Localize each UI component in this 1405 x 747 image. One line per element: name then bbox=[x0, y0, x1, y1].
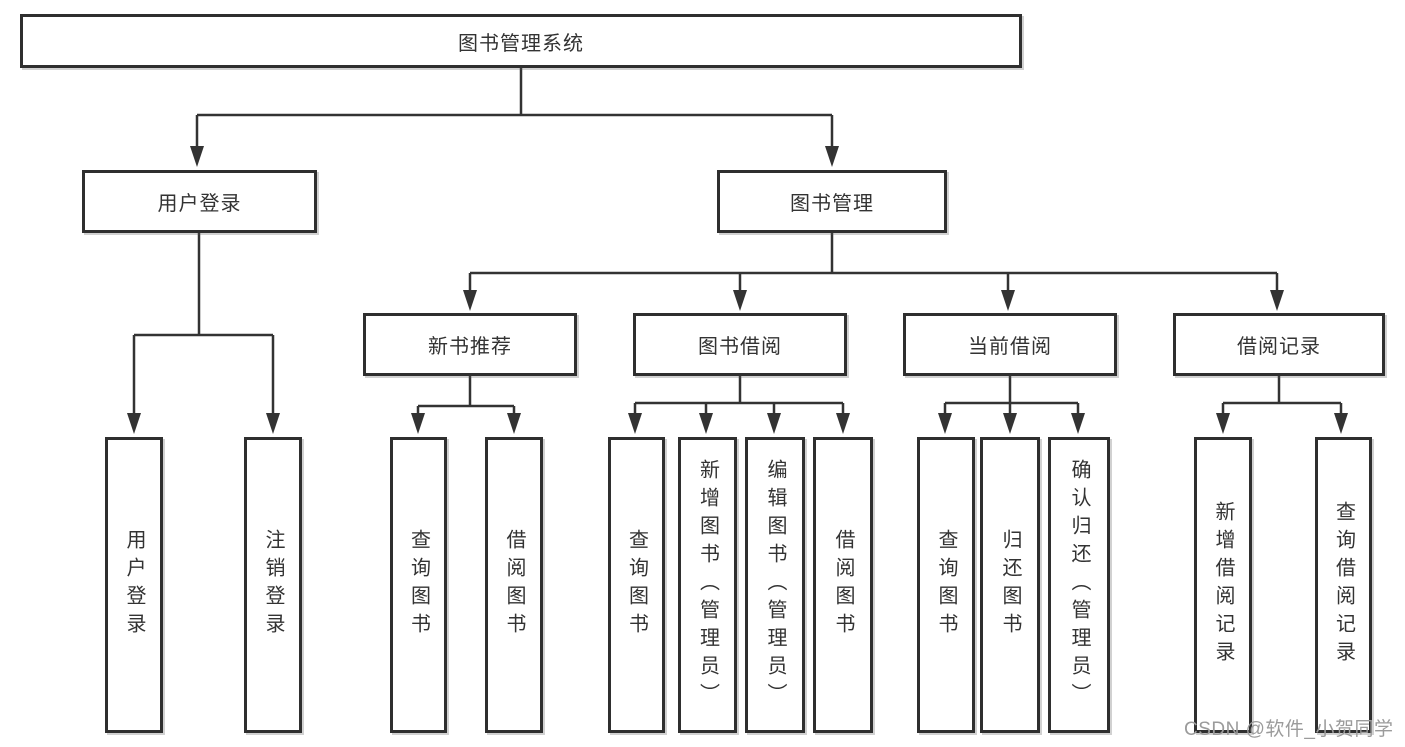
leaf-add-borrow-record: 新增借阅记录 bbox=[1194, 437, 1252, 733]
node-book-management: 图书管理 bbox=[717, 170, 947, 233]
node-new-book-recommend: 新书推荐 bbox=[363, 313, 577, 376]
node-book-borrow: 图书借阅 bbox=[633, 313, 847, 376]
leaf-logout: 注销登录 bbox=[244, 437, 302, 733]
node-user-login: 用户登录 bbox=[82, 170, 317, 233]
node-library-management-system: 图书管理系统 bbox=[20, 14, 1022, 68]
leaf-query-books-recommend: 查询图书 bbox=[390, 437, 447, 733]
node-current-borrow: 当前借阅 bbox=[903, 313, 1117, 376]
leaf-add-books-admin: 新增图书（管理员） bbox=[678, 437, 737, 733]
leaf-return-books: 归还图书 bbox=[980, 437, 1040, 733]
leaf-confirm-return-admin: 确认归还（管理员） bbox=[1048, 437, 1110, 733]
csdn-watermark: CSDN @软件_小贺同学 bbox=[1184, 719, 1394, 740]
leaf-borrow-books: 借阅图书 bbox=[813, 437, 873, 733]
leaf-borrow-books-recommend: 借阅图书 bbox=[485, 437, 543, 733]
node-borrow-records: 借阅记录 bbox=[1173, 313, 1385, 376]
leaf-user-login: 用户登录 bbox=[105, 437, 163, 733]
leaf-edit-books-admin: 编辑图书（管理员） bbox=[745, 437, 805, 733]
leaf-query-books-current: 查询图书 bbox=[917, 437, 975, 733]
leaf-query-books-borrow: 查询图书 bbox=[608, 437, 665, 733]
leaf-query-borrow-record: 查询借阅记录 bbox=[1315, 437, 1372, 733]
